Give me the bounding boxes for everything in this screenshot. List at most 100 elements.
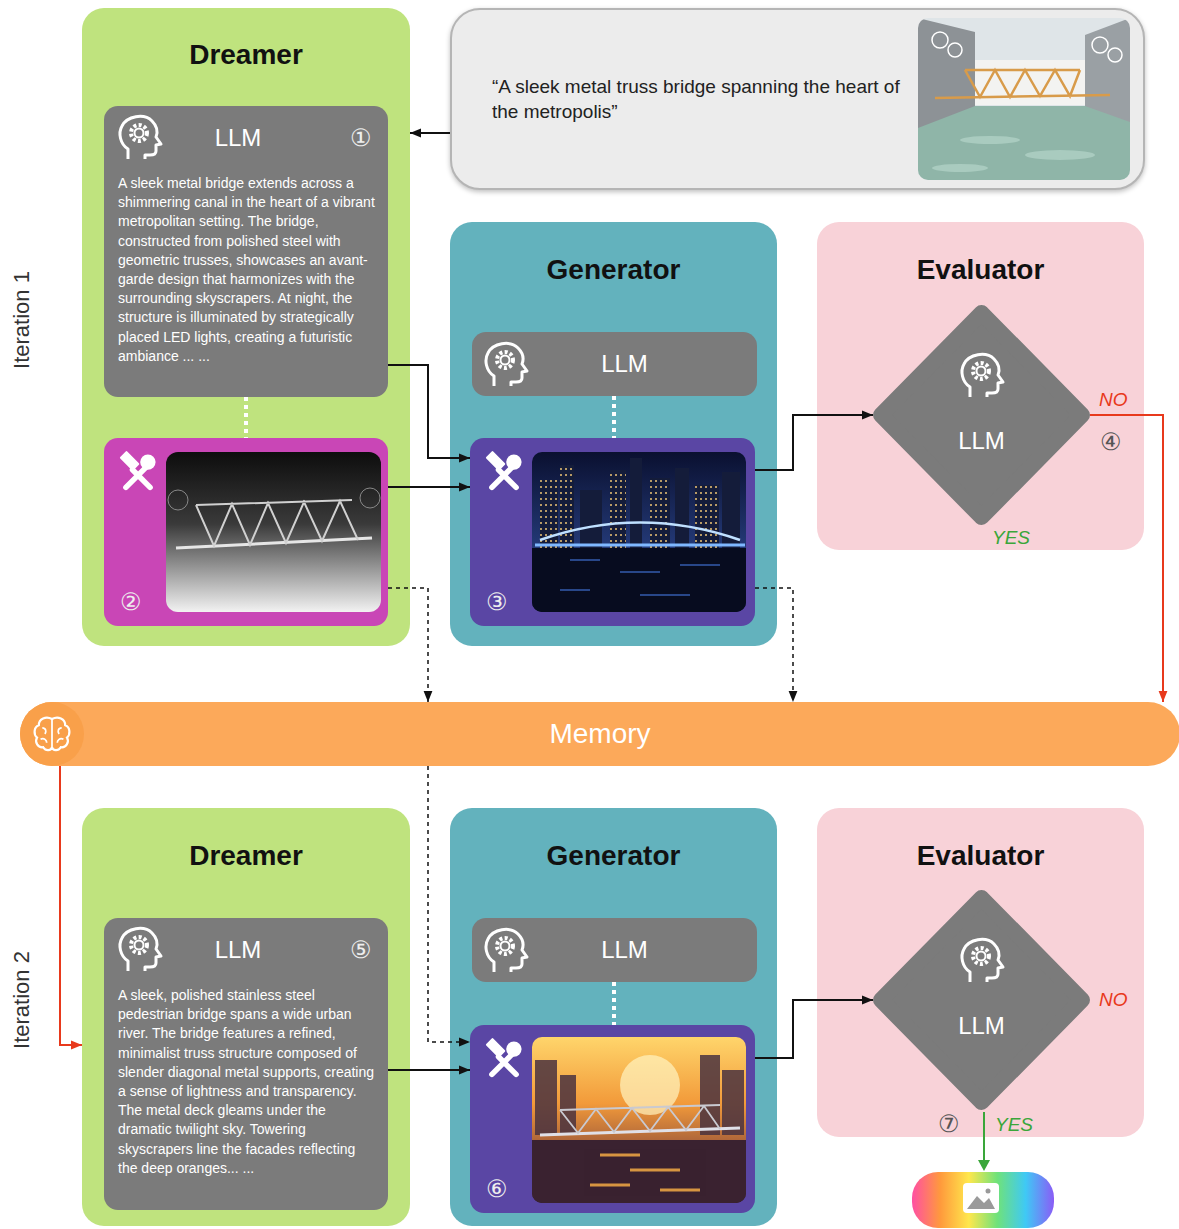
connector — [388, 365, 470, 458]
connector — [755, 415, 873, 470]
llm-card: LLM ⑤ A sleek, polished stainless steel pe… — [104, 918, 388, 1210]
panel-title: Dreamer — [82, 37, 410, 73]
label-slot: YES — [993, 1114, 1035, 1136]
connector — [428, 766, 470, 1042]
diamond-outline — [881, 898, 1082, 1102]
sunset-render — [532, 1140, 746, 1203]
callout-number: ⑤ — [350, 936, 372, 963]
sunset-render — [722, 1070, 744, 1135]
memory-label: Memory — [549, 718, 650, 750]
diamond-outline — [881, 313, 1082, 517]
label-slot: Iteration 1 — [9, 271, 35, 369]
decision-diamond: LLM — [873, 890, 1090, 1110]
output-image-icon — [912, 1172, 1054, 1228]
llm-label: LLM — [215, 936, 262, 964]
llm-label: LLM — [601, 350, 648, 378]
callout-number: ③ — [486, 588, 755, 616]
decision-diamond: LLM — [873, 305, 1090, 525]
night-render — [695, 485, 719, 550]
depth-map — [176, 538, 372, 548]
depth-map — [360, 488, 380, 508]
connector — [755, 588, 793, 702]
night-render — [650, 478, 670, 550]
night-render — [532, 548, 746, 612]
llm-label: LLM — [958, 1012, 1005, 1040]
depth-map — [168, 490, 188, 510]
night-render — [560, 560, 720, 595]
night-render — [532, 452, 746, 612]
label-slot: ⑦ — [938, 1110, 960, 1138]
tool-icon — [119, 451, 155, 488]
sunset-render — [535, 1060, 557, 1135]
night-render — [580, 490, 602, 550]
label-slot: NO — [1097, 989, 1130, 1011]
card-header: LLM ⑤ — [104, 918, 388, 982]
llm-icon — [962, 354, 1003, 397]
night-render — [560, 465, 574, 550]
panel-title: Evaluator — [817, 838, 1144, 874]
output-image-icon — [912, 1172, 1054, 1228]
label-slot: ④ — [1100, 428, 1122, 456]
connector — [60, 766, 82, 1045]
evaluator-panel: EvaluatorLLM — [817, 808, 1144, 1137]
connector — [755, 1000, 873, 1058]
llm-label: LLM — [215, 124, 262, 152]
brain-icon — [35, 718, 70, 751]
connector — [612, 396, 616, 438]
depth-map — [166, 452, 381, 612]
tool-icon — [485, 1038, 521, 1075]
depth-map — [196, 500, 358, 546]
memory-cap — [20, 702, 84, 766]
bridge-render — [1025, 150, 1095, 160]
label-slot: Iteration 2 — [9, 951, 35, 1049]
evaluator-panel: EvaluatorLLM — [817, 222, 1144, 550]
connector — [388, 588, 428, 702]
panel-title: Dreamer — [82, 838, 410, 874]
bridge-render — [1108, 48, 1122, 62]
iteration-label: Iteration 2 — [9, 951, 34, 1049]
llm-bar: LLM — [472, 918, 757, 982]
bridge-render — [918, 106, 1130, 180]
connector — [388, 486, 470, 488]
callout-number: ⑦ — [938, 1110, 960, 1137]
sunset-render — [532, 1037, 746, 1203]
night-render — [630, 458, 642, 550]
bridge-render — [960, 136, 1020, 144]
description-text: A sleek metal bridge extends across a sh… — [104, 170, 388, 376]
diamond-shape — [873, 305, 1090, 525]
diamond-shape — [873, 890, 1090, 1110]
sunset-render — [590, 1155, 700, 1190]
yes-output-arrow — [978, 1160, 990, 1171]
callout-number: ① — [350, 124, 372, 151]
label-slot: NO — [1097, 389, 1130, 411]
bridge-render — [935, 70, 1110, 98]
llm-label: LLM — [958, 427, 1005, 455]
yes-label: YES — [993, 1114, 1035, 1135]
llm-label: LLM — [601, 936, 648, 964]
night-render — [610, 470, 626, 550]
llm-card: LLM ① A sleek metal bridge extends across … — [104, 106, 388, 397]
night-render — [650, 478, 670, 550]
night-render — [675, 468, 689, 550]
llm-icon — [120, 928, 161, 971]
sunset-render — [532, 1037, 746, 1203]
sunset-render — [700, 1055, 720, 1135]
llm-icon — [486, 929, 527, 972]
connector — [410, 132, 450, 134]
panel-title: Evaluator — [817, 252, 1144, 288]
sunset-render — [540, 1128, 740, 1135]
description-text: A sleek, polished stainless steel pedest… — [104, 982, 388, 1188]
dreamer-panel: DreamerLLM ⑤ A sleek, polished stainless s… — [82, 808, 410, 1226]
spacer: ① — [261, 124, 388, 152]
bridge-render — [948, 43, 962, 57]
bridge-render — [1092, 37, 1108, 53]
llm-bar: LLM — [472, 332, 757, 396]
prompt-text: “A sleek metal truss bridge spanning the… — [492, 74, 902, 124]
llm-icon — [962, 939, 1003, 982]
connector — [244, 397, 248, 438]
output-image-icon — [986, 1189, 991, 1194]
yes-output-arrow — [978, 1112, 990, 1171]
sunset-render — [560, 1105, 720, 1133]
no-label: NO — [1097, 389, 1130, 410]
